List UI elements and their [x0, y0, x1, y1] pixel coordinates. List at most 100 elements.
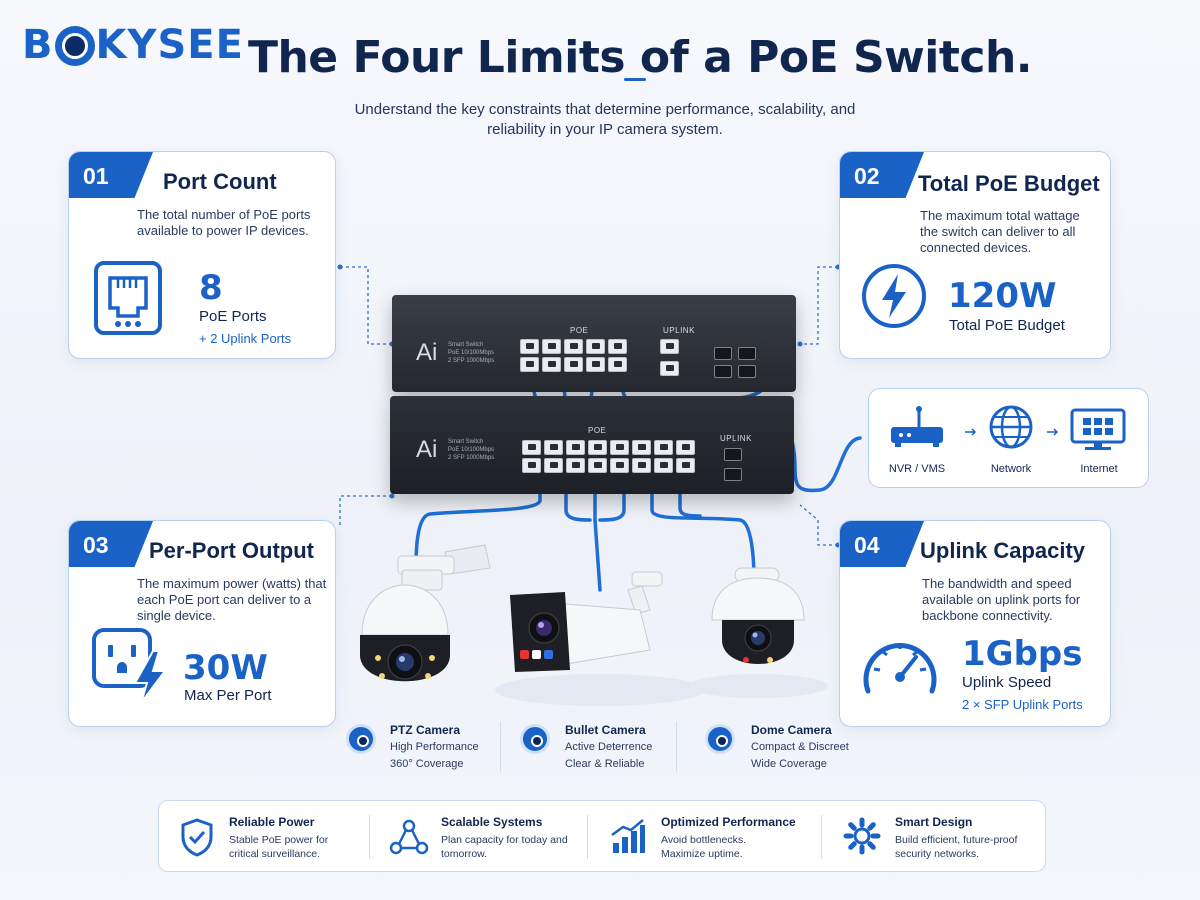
card-port-count: 01 Port Count The total number of PoE po…: [68, 151, 336, 359]
monitor-icon: [1069, 407, 1127, 456]
poe-port[interactable]: [564, 339, 583, 354]
arrow-right-icon: [1047, 428, 1059, 436]
lightning-icon: [860, 262, 928, 335]
poe-port[interactable]: [610, 458, 629, 473]
camera-feature: High Performance: [390, 741, 479, 753]
poe-port[interactable]: [522, 458, 541, 473]
feature-bar: Reliable Power Stable PoE power for crit…: [158, 800, 1046, 872]
card-title: Per-Port Output: [149, 538, 314, 563]
camera-name: Bullet Camera: [565, 723, 646, 737]
switch-spec: Smart Switch PoE 10/100Mbps 2 SFP 1000Mb…: [448, 439, 495, 461]
poe-port[interactable]: [676, 458, 695, 473]
divider: [587, 815, 588, 859]
poe-port[interactable]: [654, 440, 673, 455]
feature-description: Avoid bottlenecks. Maximize uptime.: [661, 834, 747, 860]
camera-name: PTZ Camera: [390, 723, 461, 737]
port-count-value: 8: [199, 268, 223, 308]
title-accent-underline: [624, 78, 646, 81]
poe-port[interactable]: [544, 440, 563, 455]
poe-port[interactable]: [522, 440, 541, 455]
ethernet-port-icon: [93, 260, 163, 341]
switch-poe-label: POE: [570, 326, 589, 335]
poe-port[interactable]: [566, 458, 585, 473]
power-outlet-icon: [91, 627, 171, 712]
poe-port[interactable]: [520, 357, 539, 372]
bullet-camera-image: [510, 571, 663, 672]
uplink-port[interactable]: [660, 339, 679, 354]
sfp-port[interactable]: [738, 365, 756, 378]
sfp-port[interactable]: [724, 468, 742, 481]
switch-poe-label: POE: [588, 426, 607, 435]
poe-port[interactable]: [632, 458, 651, 473]
feature-description: Build efficient, future-proof security n…: [895, 834, 1018, 860]
poe-switch-top: Ai Smart Switch PoE 10/100Mbps 2 SFP 100…: [392, 295, 796, 392]
switch-uplink-label: UPLINK: [663, 326, 695, 335]
poe-port[interactable]: [564, 357, 583, 372]
sfp-port[interactable]: [714, 347, 732, 360]
arrow-right-icon: [965, 428, 977, 436]
webcam-icon: [346, 724, 376, 754]
camera-name: Dome Camera: [751, 723, 832, 737]
card-number: 01: [69, 152, 153, 198]
divider: [369, 815, 370, 859]
logo-eye-icon: [54, 26, 95, 66]
poe-port[interactable]: [676, 440, 695, 455]
poe-port[interactable]: [608, 339, 627, 354]
poe-budget-label: Total PoE Budget: [949, 317, 1065, 334]
poe-port[interactable]: [520, 339, 539, 354]
network-node-label: NVR / VMS: [888, 463, 946, 475]
card-description: The maximum power (watts) that each PoE …: [137, 576, 327, 623]
card-uplink-capacity: 04 Uplink Capacity The bandwidth and spe…: [839, 520, 1111, 727]
poe-port[interactable]: [608, 357, 627, 372]
gear-icon: [843, 817, 881, 860]
dome-camera-image: [711, 567, 805, 664]
poe-port[interactable]: [586, 357, 605, 372]
card-title: Uplink Capacity: [920, 538, 1086, 563]
sfp-port[interactable]: [724, 448, 742, 461]
nvr-router-icon: [887, 405, 947, 454]
uplink-speed-label: Uplink Speed: [962, 674, 1052, 691]
feature-description: Plan capacity for today and tomorrow.: [441, 834, 568, 860]
feature-title: Reliable Power: [229, 815, 315, 829]
card-description: The maximum total wattage the switch can…: [920, 208, 1080, 255]
camera-feature: Clear & Reliable: [565, 758, 645, 770]
camera-feature: Compact & Discreet: [751, 741, 849, 753]
camera-feature: Active Deterrence: [565, 741, 653, 753]
sfp-port[interactable]: [738, 347, 756, 360]
feature-title: Optimized Performance: [661, 815, 796, 829]
brand-logo: B KYSEE: [22, 22, 244, 68]
sfp-port[interactable]: [714, 365, 732, 378]
camera-feature: Wide Coverage: [751, 758, 827, 770]
poe-port[interactable]: [586, 339, 605, 354]
bar-chart-icon: [609, 817, 647, 860]
poe-port[interactable]: [654, 458, 673, 473]
page-subtitle: Understand the key constraints that dete…: [354, 101, 856, 138]
camera-illustrations: [360, 544, 828, 706]
feature-title: Scalable Systems: [441, 815, 543, 829]
divider: [676, 722, 677, 772]
page-title: The Four Limits of a PoE Switch.: [247, 32, 1033, 83]
network-nodes-icon: [389, 819, 429, 860]
switch-brand: Ai: [416, 339, 438, 366]
port-count-label: PoE Ports: [199, 308, 267, 325]
card-description: The bandwidth and speed available on upl…: [922, 576, 1081, 623]
poe-port[interactable]: [542, 357, 561, 372]
card-per-port-output: 03 Per-Port Output The maximum power (wa…: [68, 520, 336, 727]
poe-port[interactable]: [632, 440, 651, 455]
poe-port[interactable]: [544, 458, 563, 473]
logo-text-start: B: [22, 22, 54, 68]
uplink-port[interactable]: [660, 361, 679, 376]
poe-port[interactable]: [566, 440, 585, 455]
poe-port[interactable]: [610, 440, 629, 455]
divider: [821, 815, 822, 859]
poe-port[interactable]: [588, 440, 607, 455]
card-description: The total number of PoE ports available …: [137, 207, 311, 238]
feature-description: Stable PoE power for critical surveillan…: [229, 834, 329, 860]
per-port-label: Max Per Port: [184, 687, 272, 704]
poe-port[interactable]: [542, 339, 561, 354]
poe-port[interactable]: [588, 458, 607, 473]
logo-text-end: KYSEE: [95, 22, 244, 68]
network-node-label: Internet: [1080, 463, 1118, 475]
globe-icon: [987, 403, 1035, 456]
webcam-icon: [705, 724, 735, 754]
